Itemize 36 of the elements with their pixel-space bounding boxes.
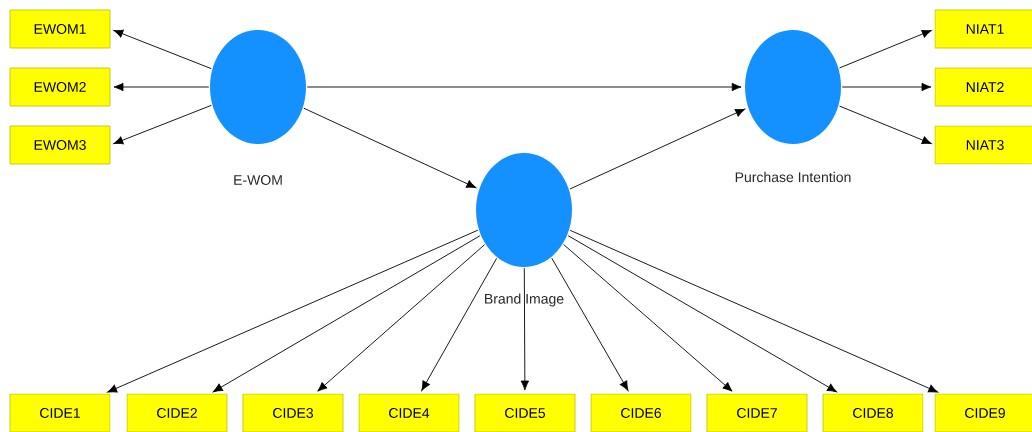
indicator-box: NIAT3: [934, 125, 1032, 165]
node-label: E-WOM: [232, 174, 284, 186]
indicator-box: CIDE3: [242, 393, 344, 432]
node-label: Brand Image: [482, 292, 566, 308]
indicator-box: EWOM1: [9, 9, 111, 49]
arrow: [113, 104, 212, 145]
arrow: [569, 108, 746, 190]
indicator-box: NIAT2: [934, 67, 1032, 107]
arrow: [303, 107, 477, 189]
arrow: [306, 82, 742, 92]
node-label: Purchase Intention: [733, 170, 853, 184]
indicator-box: CIDE4: [358, 393, 460, 432]
indicator-box: EWOM3: [9, 125, 111, 165]
indicator-box: CIDE2: [126, 393, 228, 432]
arrow: [107, 229, 479, 393]
indicator-box: CIDE8: [822, 393, 924, 432]
indicator-box: CIDE9: [934, 393, 1032, 432]
arrow: [520, 267, 529, 391]
arrow: [551, 257, 629, 391]
indicator-box: CIDE1: [9, 393, 111, 432]
arrow: [569, 229, 939, 393]
arrow: [563, 244, 733, 392]
indicator-box: CIDE6: [590, 393, 692, 432]
arrow: [839, 105, 932, 145]
arrow: [839, 29, 932, 69]
arrow: [567, 235, 837, 393]
arrow: [317, 244, 485, 392]
arrow: [421, 257, 498, 391]
arrow: [113, 82, 210, 92]
indicator-box: CIDE5: [474, 393, 576, 432]
arrow: [113, 29, 212, 70]
indicator-box: NIAT1: [934, 9, 1032, 49]
indicator-box: CIDE7: [706, 393, 808, 432]
arrow: [212, 235, 481, 393]
indicator-box: EWOM2: [9, 67, 111, 107]
arrow: [841, 82, 932, 92]
